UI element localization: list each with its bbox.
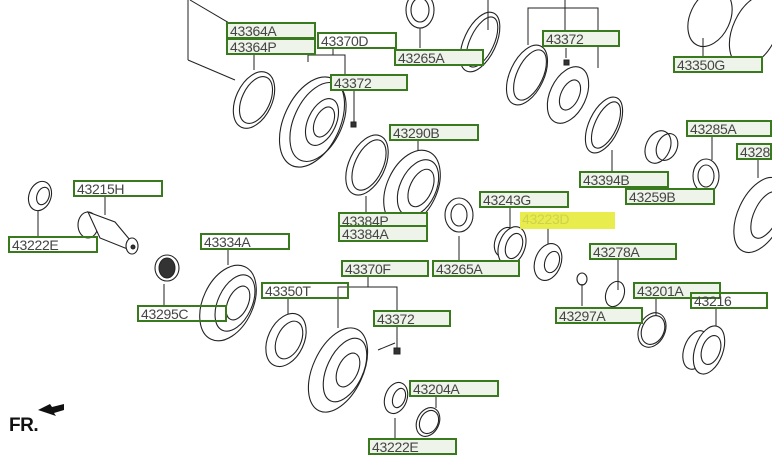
part-snap-ring-43278A xyxy=(604,280,626,308)
part-label-43215H[interactable]: 43215H xyxy=(73,180,163,197)
part-label-43265A-top[interactable]: 43265A xyxy=(394,49,484,66)
part-label-43216[interactable]: 43216 xyxy=(690,292,768,309)
part-bearing-43222E-left xyxy=(27,180,53,212)
part-sleeve-43372-top xyxy=(505,44,590,124)
part-gear-43290B xyxy=(383,149,441,227)
part-needle-bearing-top xyxy=(405,0,435,29)
part-label-43204A[interactable]: 43204A xyxy=(409,380,499,397)
part-sleeve-hub-43370F xyxy=(307,327,369,413)
part-needle-bearing-43265A xyxy=(444,197,474,233)
part-snap-ring-43201A xyxy=(637,312,667,348)
part-label-43370F[interactable]: 43370F xyxy=(341,260,429,277)
part-label-43334A[interactable]: 43334A xyxy=(200,233,290,250)
part-label-43259B[interactable]: 43259B xyxy=(625,188,715,205)
part-synchro-ring-top-left xyxy=(232,71,276,129)
part-label-4328x[interactable]: 4328 xyxy=(736,143,772,160)
part-label-43290B[interactable]: 43290B xyxy=(389,124,479,141)
part-ring-43350T xyxy=(265,312,307,368)
part-label-43364A[interactable]: 43364A xyxy=(226,22,316,39)
part-bushing-43259B xyxy=(644,130,679,164)
part-bearing-43222E-bottom xyxy=(383,381,409,415)
part-synchro-ring-top-mid xyxy=(459,11,501,73)
part-label-43372-top[interactable]: 43372 xyxy=(330,74,408,91)
part-label-43350T[interactable]: 43350T xyxy=(261,282,349,299)
part-synchro-ring-43384 xyxy=(345,134,389,196)
part-label-43370D[interactable]: 43370D xyxy=(317,32,397,49)
part-label-43364P[interactable]: 43364P xyxy=(226,38,316,55)
part-shaft-43215H xyxy=(77,211,139,255)
part-shim-43204A xyxy=(415,407,441,437)
part-label-43278A[interactable]: 43278A xyxy=(589,243,677,260)
part-label-43222E-left[interactable]: 43222E xyxy=(8,236,98,253)
part-cap-43216 xyxy=(682,325,726,375)
part-label-43372-bottom[interactable]: 43372 xyxy=(373,310,451,327)
part-label-43297A[interactable]: 43297A xyxy=(555,307,643,324)
part-label-43394B[interactable]: 43394B xyxy=(579,171,669,188)
part-label-43222E-bottom[interactable]: 43222E xyxy=(368,438,457,455)
part-label-43243G[interactable]: 43243G xyxy=(479,191,569,208)
part-label-43201A[interactable]: 43201A xyxy=(633,282,721,299)
part-label-43372-right[interactable]: 43372 xyxy=(542,30,620,47)
part-ring-43394B xyxy=(584,96,624,154)
front-arrow-icon xyxy=(38,404,64,416)
part-label-43265A-mid[interactable]: 43265A xyxy=(432,260,520,277)
part-label-43295C[interactable]: 43295C xyxy=(137,305,227,322)
part-retainer-43243G xyxy=(493,226,527,266)
part-bearing-43223D xyxy=(533,243,563,281)
part-washer-43297A xyxy=(576,272,588,286)
part-gear-43334A xyxy=(199,264,257,342)
part-label-43223D-highlighted[interactable]: 43223D xyxy=(520,212,615,229)
part-label-43350G[interactable]: 43350G xyxy=(673,56,763,73)
part-label-43285A[interactable]: 43285A xyxy=(686,120,772,137)
front-direction-label: FR. xyxy=(9,415,39,436)
part-gear-4328x xyxy=(733,177,772,253)
part-needle-bearing-43295C xyxy=(154,254,180,282)
part-label-43384A[interactable]: 43384A xyxy=(338,225,428,242)
